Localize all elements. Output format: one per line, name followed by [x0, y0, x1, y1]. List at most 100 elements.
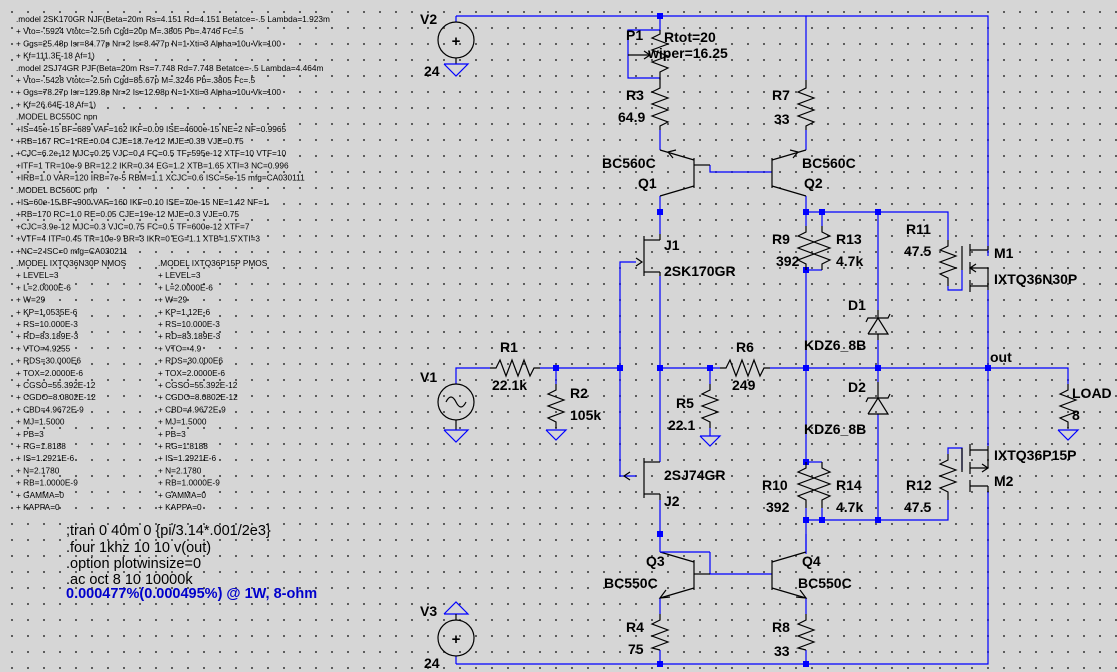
wire-m2-gate[interactable]: [947, 447, 963, 470]
zener-d2[interactable]: D2 KDZ6_8B: [804, 379, 891, 437]
model-line[interactable]: + RS=10.000E-3: [16, 319, 78, 329]
model-line[interactable]: + Vto=-.5428 Vtotc=-2.5m Cgd=85.67p M=.3…: [16, 75, 256, 85]
wire-m1-gate[interactable]: [947, 270, 963, 291]
model-line[interactable]: + CGSO=55.392E-12: [158, 380, 238, 390]
model-line[interactable]: + PB=3: [16, 429, 44, 439]
wire-node-b[interactable]: [806, 500, 949, 521]
model-line[interactable]: + TOX=2.0000E-6: [158, 368, 225, 378]
model-line[interactable]: .model 2SJ74GR PJF(Beta=20m Rs=7.748 Rd=…: [16, 63, 323, 73]
wire-top-rail[interactable]: [456, 15, 989, 246]
directive-ac[interactable]: .ac oct 8 10 10000k: [66, 572, 193, 588]
model-line[interactable]: + KAPPA=0: [158, 502, 202, 512]
wire-out[interactable]: [988, 367, 1069, 384]
model-line[interactable]: + N=2.1780: [158, 465, 202, 475]
mosfet-m1[interactable]: M1 IXTQ36N30P: [961, 244, 1077, 292]
model-line[interactable]: + RS=10.000E-3: [158, 319, 220, 329]
resistor-r14[interactable]: R14 4.7k: [812, 462, 863, 515]
model-line[interactable]: +IRB=1.0 VAR=120 IRB=7e-5 RBM=1.1 XCJC=0…: [16, 173, 305, 183]
wire-q3q4-base[interactable]: [709, 552, 772, 575]
wire-j2-gate[interactable]: [619, 368, 636, 477]
model-line[interactable]: .model 2SK170GR NJF(Beta=20m Rs=4.151 Rd…: [16, 14, 330, 24]
model-line[interactable]: + VTO=-4.9: [158, 343, 202, 353]
model-line[interactable]: + Vto=-.5924 Vtotc=-2.5m Cgd=20p M=.3805…: [16, 26, 244, 36]
model-line[interactable]: + KAPPA=0: [16, 502, 60, 512]
model-line[interactable]: + GAMMA=0: [16, 490, 64, 500]
model-line[interactable]: .MODEL BC560C pnp: [16, 185, 98, 195]
directive-tran[interactable]: ;tran 0 40m 0 {pi/3.14*.001/2e3}: [66, 523, 271, 539]
model-line[interactable]: + IS=1.2921E-6: [16, 453, 75, 463]
jfet-j2[interactable]: 2SJ74GR J2: [622, 458, 725, 509]
model-line[interactable]: + VTO=4.9255: [16, 343, 71, 353]
model-line[interactable]: + RG=1.8188: [158, 441, 208, 451]
resistor-r10[interactable]: R10 392: [762, 462, 816, 515]
resistor-r11[interactable]: R11 47.5: [904, 221, 958, 286]
transistor-q1[interactable]: BC560C Q1: [602, 149, 710, 197]
model-line[interactable]: + KP=1.0535E-6: [16, 307, 78, 317]
resistor-r9[interactable]: R9 392: [772, 226, 816, 270]
directive-option[interactable]: .option plotwinsize=0: [66, 556, 201, 572]
model-line[interactable]: + Kf=26.64E-18 Af=1): [16, 99, 96, 109]
model-line[interactable]: + MJ=1.5000: [16, 417, 65, 427]
model-line[interactable]: + CBD=4.9672E-9: [158, 404, 226, 414]
resistor-r6[interactable]: R6 249: [720, 339, 770, 393]
model-line[interactable]: .MODEL BC550C npn: [16, 112, 98, 122]
model-line[interactable]: + RG=1.8188: [16, 441, 66, 451]
model-line[interactable]: .MODEL IXTQ36N30P NMOS: [16, 258, 127, 268]
model-line[interactable]: +IS=45e-15 BF=689 VAF=162 IKF=0.09 ISE=4…: [16, 124, 287, 134]
transistor-q4[interactable]: Q4 BC550C: [771, 534, 852, 599]
model-line[interactable]: +VTF=4 ITF=0.45 TR=10e-9 BR=3 IKR=0 EG=1…: [16, 234, 260, 244]
model-line[interactable]: +ITF=1 TR=10e-9 BR=12.2 IKR=0.34 EG=1.2 …: [16, 160, 289, 170]
model-line[interactable]: + PB=3: [158, 429, 186, 439]
model-line[interactable]: + CGDO=8.0802E-12: [158, 392, 238, 402]
zener-d1[interactable]: D1 KDZ6_8B: [804, 297, 891, 353]
wire-r11-top[interactable]: [878, 211, 949, 240]
model-line[interactable]: .MODEL IXTQ36P15P PMOS: [158, 258, 268, 268]
resistor-load[interactable]: LOAD 8: [1057, 384, 1112, 441]
model-line[interactable]: + RD=83.189E-3: [16, 331, 79, 341]
model-line[interactable]: + Cgs=78.27p Isr=129.8p Nr=2 Is=12.98p N…: [16, 87, 281, 97]
model-line[interactable]: + W=29: [158, 295, 187, 305]
resistor-r13[interactable]: R13 4.7k: [812, 226, 863, 270]
wire-q1q2-base[interactable]: [709, 165, 772, 173]
model-line[interactable]: + Cgs=25.48p Isr=84.77p Nr=2 Is=8.477p N…: [16, 38, 281, 48]
model-line[interactable]: +CJC=3.9e-12 MJC=0.3 VJC=0.75 FC=0.5 TF=…: [16, 221, 250, 231]
model-line[interactable]: + MJ=1.5000: [158, 417, 207, 427]
wire-bottom-rail[interactable]: [456, 492, 989, 665]
source-v3[interactable]: + V3 24: [420, 601, 475, 671]
model-line[interactable]: + RDS=30.000E6: [16, 356, 81, 366]
model-line[interactable]: + L=2.0000E-6: [158, 282, 213, 292]
model-line[interactable]: + Kf=111.3E-18 Af=1): [16, 51, 95, 61]
model-line[interactable]: + CGSO=55.392E-12: [16, 380, 96, 390]
model-line[interactable]: +RB=167 RC=1 RE=0.04 CJE=18.7e-12 MJE=0.…: [16, 136, 244, 146]
resistor-r5[interactable]: R5 22.1: [668, 384, 722, 447]
model-line[interactable]: + CBD=4.9672E-9: [16, 404, 84, 414]
model-line[interactable]: + L=2.0000E-6: [16, 282, 71, 292]
model-line[interactable]: + CGDO=8.0802E-12: [16, 392, 96, 402]
resistor-r7[interactable]: R7 33: [772, 80, 816, 130]
source-v2[interactable]: + V2 24: [420, 11, 475, 79]
model-line[interactable]: + RB=1.0000E-9: [158, 478, 220, 488]
model-line[interactable]: +NC=2 ISC=0 mfg=CA030211: [16, 246, 128, 256]
wire-j1-gate[interactable]: [619, 261, 636, 368]
model-line[interactable]: +IS=60e-15 BF=900 VAF=160 IKF=0.10 ISE=7…: [16, 197, 268, 207]
model-line[interactable]: + LEVEL=3: [16, 270, 59, 280]
wire-v1-top[interactable]: [455, 367, 490, 384]
net-label-out[interactable]: out: [990, 349, 1012, 365]
resistor-r8[interactable]: R8 33: [772, 614, 816, 659]
model-line[interactable]: +CJC=6.2e-12 MJC=0.25 VJC=0.4 FC=0.5 TF=…: [16, 148, 286, 158]
model-line[interactable]: + N=2.1780: [16, 465, 60, 475]
model-line[interactable]: + RDS=30.000E6: [158, 356, 223, 366]
model-line[interactable]: + W=29: [16, 295, 45, 305]
resistor-r4[interactable]: R4 75: [626, 614, 670, 657]
directive-four[interactable]: .four 1khz 10 10 v(out): [66, 540, 211, 556]
resistor-r12[interactable]: R12 47.5: [904, 454, 958, 515]
transistor-q2[interactable]: BC560C Q2: [771, 149, 856, 197]
model-line[interactable]: +RB=170 RC=1.0 RE=0.05 CJE=19e-12 MJE=0.…: [16, 209, 239, 219]
model-line[interactable]: + LEVEL=3: [158, 270, 201, 280]
resistor-r2[interactable]: R2 105k: [545, 384, 601, 441]
mosfet-m2[interactable]: IXTQ36P15P M2: [961, 444, 1077, 492]
jfet-j1[interactable]: J1 2SK170GR: [635, 234, 736, 279]
model-line[interactable]: + RB=1.0000E-9: [16, 478, 78, 488]
model-line[interactable]: + GAMMA=0: [158, 490, 206, 500]
